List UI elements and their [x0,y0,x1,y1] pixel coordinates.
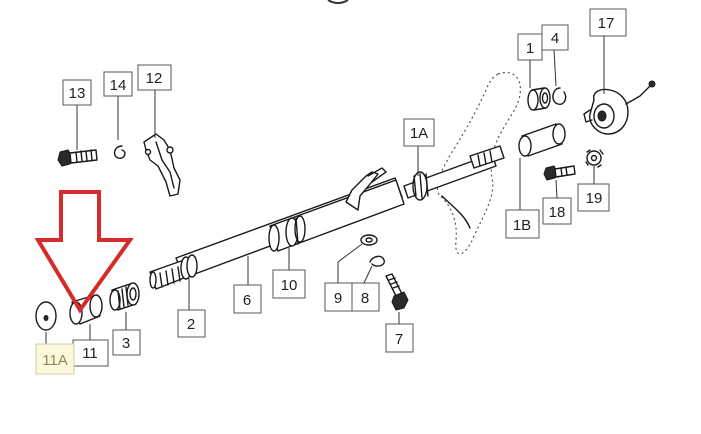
callout-17: 17 [589,8,627,37]
callout-10: 10 [272,269,306,299]
callout-2-label: 2 [187,316,195,333]
turn-signal-cancel-cam-icon [583,80,656,135]
callout-1B: 1B [505,209,540,239]
lock-washer-icon [585,149,604,168]
callout-1A: 1A [403,118,435,147]
leader-lines [45,36,605,344]
callout-12-label: 12 [146,70,163,87]
callout-1: 1 [517,33,543,61]
flat-washer-icon [360,234,378,246]
callout-6: 6 [233,284,262,314]
callout-12: 12 [137,64,172,91]
long-bolt-icon [385,273,409,311]
washer-icon [35,301,57,331]
highlight-arrow-icon [34,190,134,314]
callout-4: 4 [541,24,569,51]
bearing-icon [109,282,140,311]
callout-1-label: 1 [526,40,534,57]
callout-18-label: 18 [549,204,566,221]
callout-3: 3 [112,329,141,356]
spring-washer-icon [369,255,385,267]
callout-18: 18 [542,197,572,225]
bushing-icon [527,87,551,111]
callout-4-label: 4 [551,30,559,47]
callout-11A: 11A [35,343,75,375]
hex-bolt-icon [57,149,98,167]
callout-13-label: 13 [69,85,86,102]
snap-ring-icon [552,87,567,105]
sleeve-icon [518,123,566,157]
callout-10-label: 10 [281,277,298,294]
callout-8-label: 8 [361,290,369,307]
callout-19-label: 19 [586,190,603,207]
callout-7-label: 7 [395,331,403,348]
callout-11A-label: 11A [42,352,68,369]
bracket-icon [143,133,181,197]
retaining-clip-icon [113,145,126,160]
callout-8: 8 [351,282,380,312]
callout-13: 13 [62,79,92,106]
small-bolt-icon [543,165,576,181]
top-crop-artifact [327,0,349,4]
callout-7: 7 [385,323,414,353]
callout-9-label: 9 [334,290,342,307]
callout-2: 2 [177,309,206,338]
callout-6-label: 6 [243,292,251,309]
callout-17-label: 17 [598,15,615,32]
steering-shaft-icon [149,145,505,290]
callout-1A-label: 1A [410,125,428,142]
callout-14-label: 14 [110,77,127,94]
callout-1B-label: 1B [513,217,531,234]
callout-19: 19 [577,183,610,212]
callout-9: 9 [324,282,353,312]
callout-3-label: 3 [122,335,130,352]
callout-14: 14 [103,71,133,97]
callout-11: 11 [72,339,109,367]
callout-11-label: 11 [82,345,98,362]
